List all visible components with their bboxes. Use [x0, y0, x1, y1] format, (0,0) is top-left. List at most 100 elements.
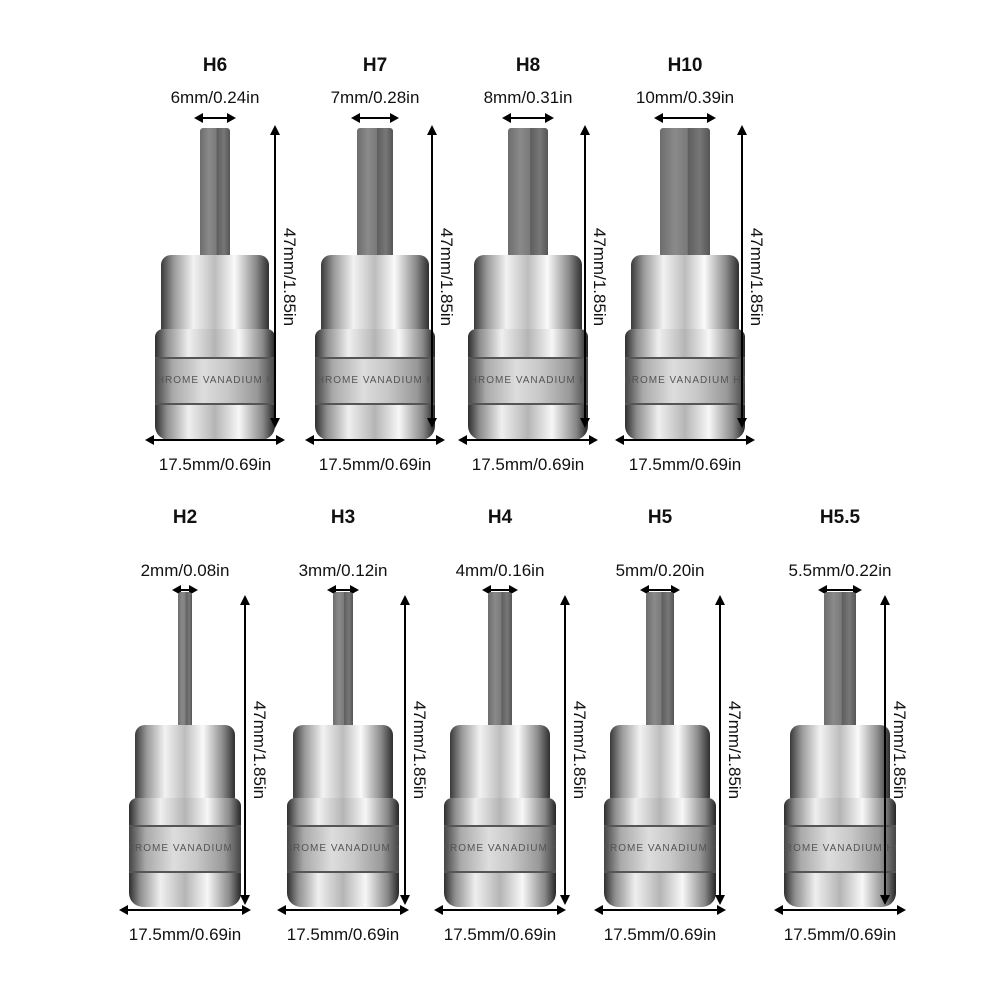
- hex-size-label: 5.5mm/0.22in: [788, 561, 892, 580]
- length-arrow-head-bottom: [560, 895, 570, 905]
- hex-size-label: 2mm/0.08in: [140, 561, 230, 580]
- socket-upper: [450, 725, 550, 802]
- hex-bit: [333, 592, 353, 735]
- length-arrow: [431, 133, 433, 420]
- diameter-arrow-head-right: [276, 435, 285, 445]
- hex-size-arrow-head-left: [194, 113, 203, 123]
- hex-size-arrow: [178, 589, 192, 591]
- hex-size-label: 6mm/0.24in: [170, 88, 260, 107]
- hex-size-arrow: [357, 117, 393, 119]
- socket-engraving: CHROME VANADIUM H2: [129, 825, 241, 873]
- hex-size-arrow-head-left: [818, 585, 827, 595]
- diameter-arrow-head-right: [436, 435, 445, 445]
- diameter-arrow: [311, 439, 439, 441]
- hex-size-arrow-head-right: [671, 585, 680, 595]
- length-arrow: [884, 603, 886, 897]
- socket-title: H6: [202, 55, 228, 76]
- diameter-label: 17.5mm/0.69in: [443, 925, 557, 944]
- hex-size-arrow-head-right: [707, 113, 716, 123]
- length-label: 47mm/1.85in: [725, 700, 744, 800]
- hex-size-label: 10mm/0.39in: [635, 88, 735, 107]
- length-arrow-head-bottom: [580, 418, 590, 428]
- diameter-arrow-head-right: [746, 435, 755, 445]
- hex-size-arrow-head-left: [327, 585, 336, 595]
- hex-bit: [824, 592, 856, 735]
- diameter-arrow: [125, 909, 245, 911]
- length-arrow-head-bottom: [240, 895, 250, 905]
- diameter-arrow: [464, 439, 592, 441]
- length-arrow-head-top: [560, 595, 570, 605]
- length-arrow: [404, 603, 406, 897]
- socket-title: H7: [362, 55, 388, 76]
- length-arrow-head-bottom: [737, 418, 747, 428]
- socket-title: H5: [647, 507, 673, 528]
- diameter-arrow-head-left: [119, 905, 128, 915]
- length-arrow-head-top: [270, 125, 280, 135]
- length-arrow: [741, 133, 743, 420]
- socket-engraving: CHROME VANADIUM H5: [604, 825, 716, 873]
- socket-engraving: CHROME VANADIUM H7: [315, 356, 435, 406]
- length-arrow: [719, 603, 721, 897]
- socket-upper: [610, 725, 710, 802]
- length-arrow-head-bottom: [715, 895, 725, 905]
- socket-engraving: CHROME VANADIUM H8: [468, 356, 588, 406]
- length-arrow: [274, 133, 276, 420]
- hex-size-arrow-head-right: [350, 585, 359, 595]
- diameter-arrow: [151, 439, 279, 441]
- hex-size-arrow-head-right: [189, 585, 198, 595]
- length-arrow-head-top: [880, 595, 890, 605]
- socket-upper: [321, 255, 429, 333]
- hex-size-arrow: [660, 117, 710, 119]
- socket-upper: [135, 725, 235, 802]
- length-label: 47mm/1.85in: [590, 227, 609, 326]
- hex-bit: [200, 128, 230, 265]
- diameter-label: 17.5mm/0.69in: [471, 455, 585, 474]
- diameter-arrow-head-left: [774, 905, 783, 915]
- length-label: 47mm/1.85in: [280, 227, 299, 326]
- hex-size-arrow: [488, 589, 512, 591]
- diameter-label: 17.5mm/0.69in: [628, 455, 742, 474]
- socket-engraving: CHROME VANADIUM H10: [625, 356, 745, 406]
- hex-size-arrow-head-left: [172, 585, 181, 595]
- diameter-arrow: [440, 909, 560, 911]
- hex-size-label: 8mm/0.31in: [483, 88, 573, 107]
- socket-title: H3: [330, 507, 356, 528]
- length-label: 47mm/1.85in: [250, 700, 269, 800]
- diameter-label: 17.5mm/0.69in: [158, 455, 272, 474]
- length-label: 47mm/1.85in: [410, 700, 429, 800]
- socket-engraving: CHROME VANADIUM H3: [287, 825, 399, 873]
- length-arrow-head-bottom: [880, 895, 890, 905]
- hex-size-label: 3mm/0.12in: [298, 561, 388, 580]
- hex-bit: [357, 128, 393, 265]
- length-arrow: [244, 603, 246, 897]
- socket-title: H4: [487, 507, 513, 528]
- diameter-arrow: [780, 909, 900, 911]
- hex-size-arrow-head-right: [853, 585, 862, 595]
- length-arrow-head-top: [580, 125, 590, 135]
- hex-size-arrow-head-left: [482, 585, 491, 595]
- length-arrow: [584, 133, 586, 420]
- diameter-label: 17.5mm/0.69in: [128, 925, 242, 944]
- socket-title: H5.5: [819, 507, 861, 528]
- hex-bit: [508, 128, 548, 265]
- hex-size-arrow-head-left: [654, 113, 663, 123]
- length-arrow-head-bottom: [427, 418, 437, 428]
- diameter-arrow-head-left: [277, 905, 286, 915]
- length-arrow-head-top: [715, 595, 725, 605]
- hex-size-arrow-head-right: [509, 585, 518, 595]
- hex-size-label: 4mm/0.16in: [455, 561, 545, 580]
- length-label: 47mm/1.85in: [570, 700, 589, 800]
- socket-upper: [631, 255, 739, 333]
- diameter-arrow-head-right: [242, 905, 251, 915]
- length-arrow-head-top: [400, 595, 410, 605]
- diameter-arrow-head-right: [557, 905, 566, 915]
- socket-engraving: CHROME VANADIUM H4: [444, 825, 556, 873]
- hex-size-arrow: [200, 117, 230, 119]
- hex-bit: [660, 128, 710, 265]
- length-label: 47mm/1.85in: [437, 227, 456, 326]
- hex-size-arrow-head-left: [502, 113, 511, 123]
- socket-title: H2: [172, 507, 198, 528]
- hex-size-arrow-head-right: [227, 113, 236, 123]
- hex-bit: [646, 592, 674, 735]
